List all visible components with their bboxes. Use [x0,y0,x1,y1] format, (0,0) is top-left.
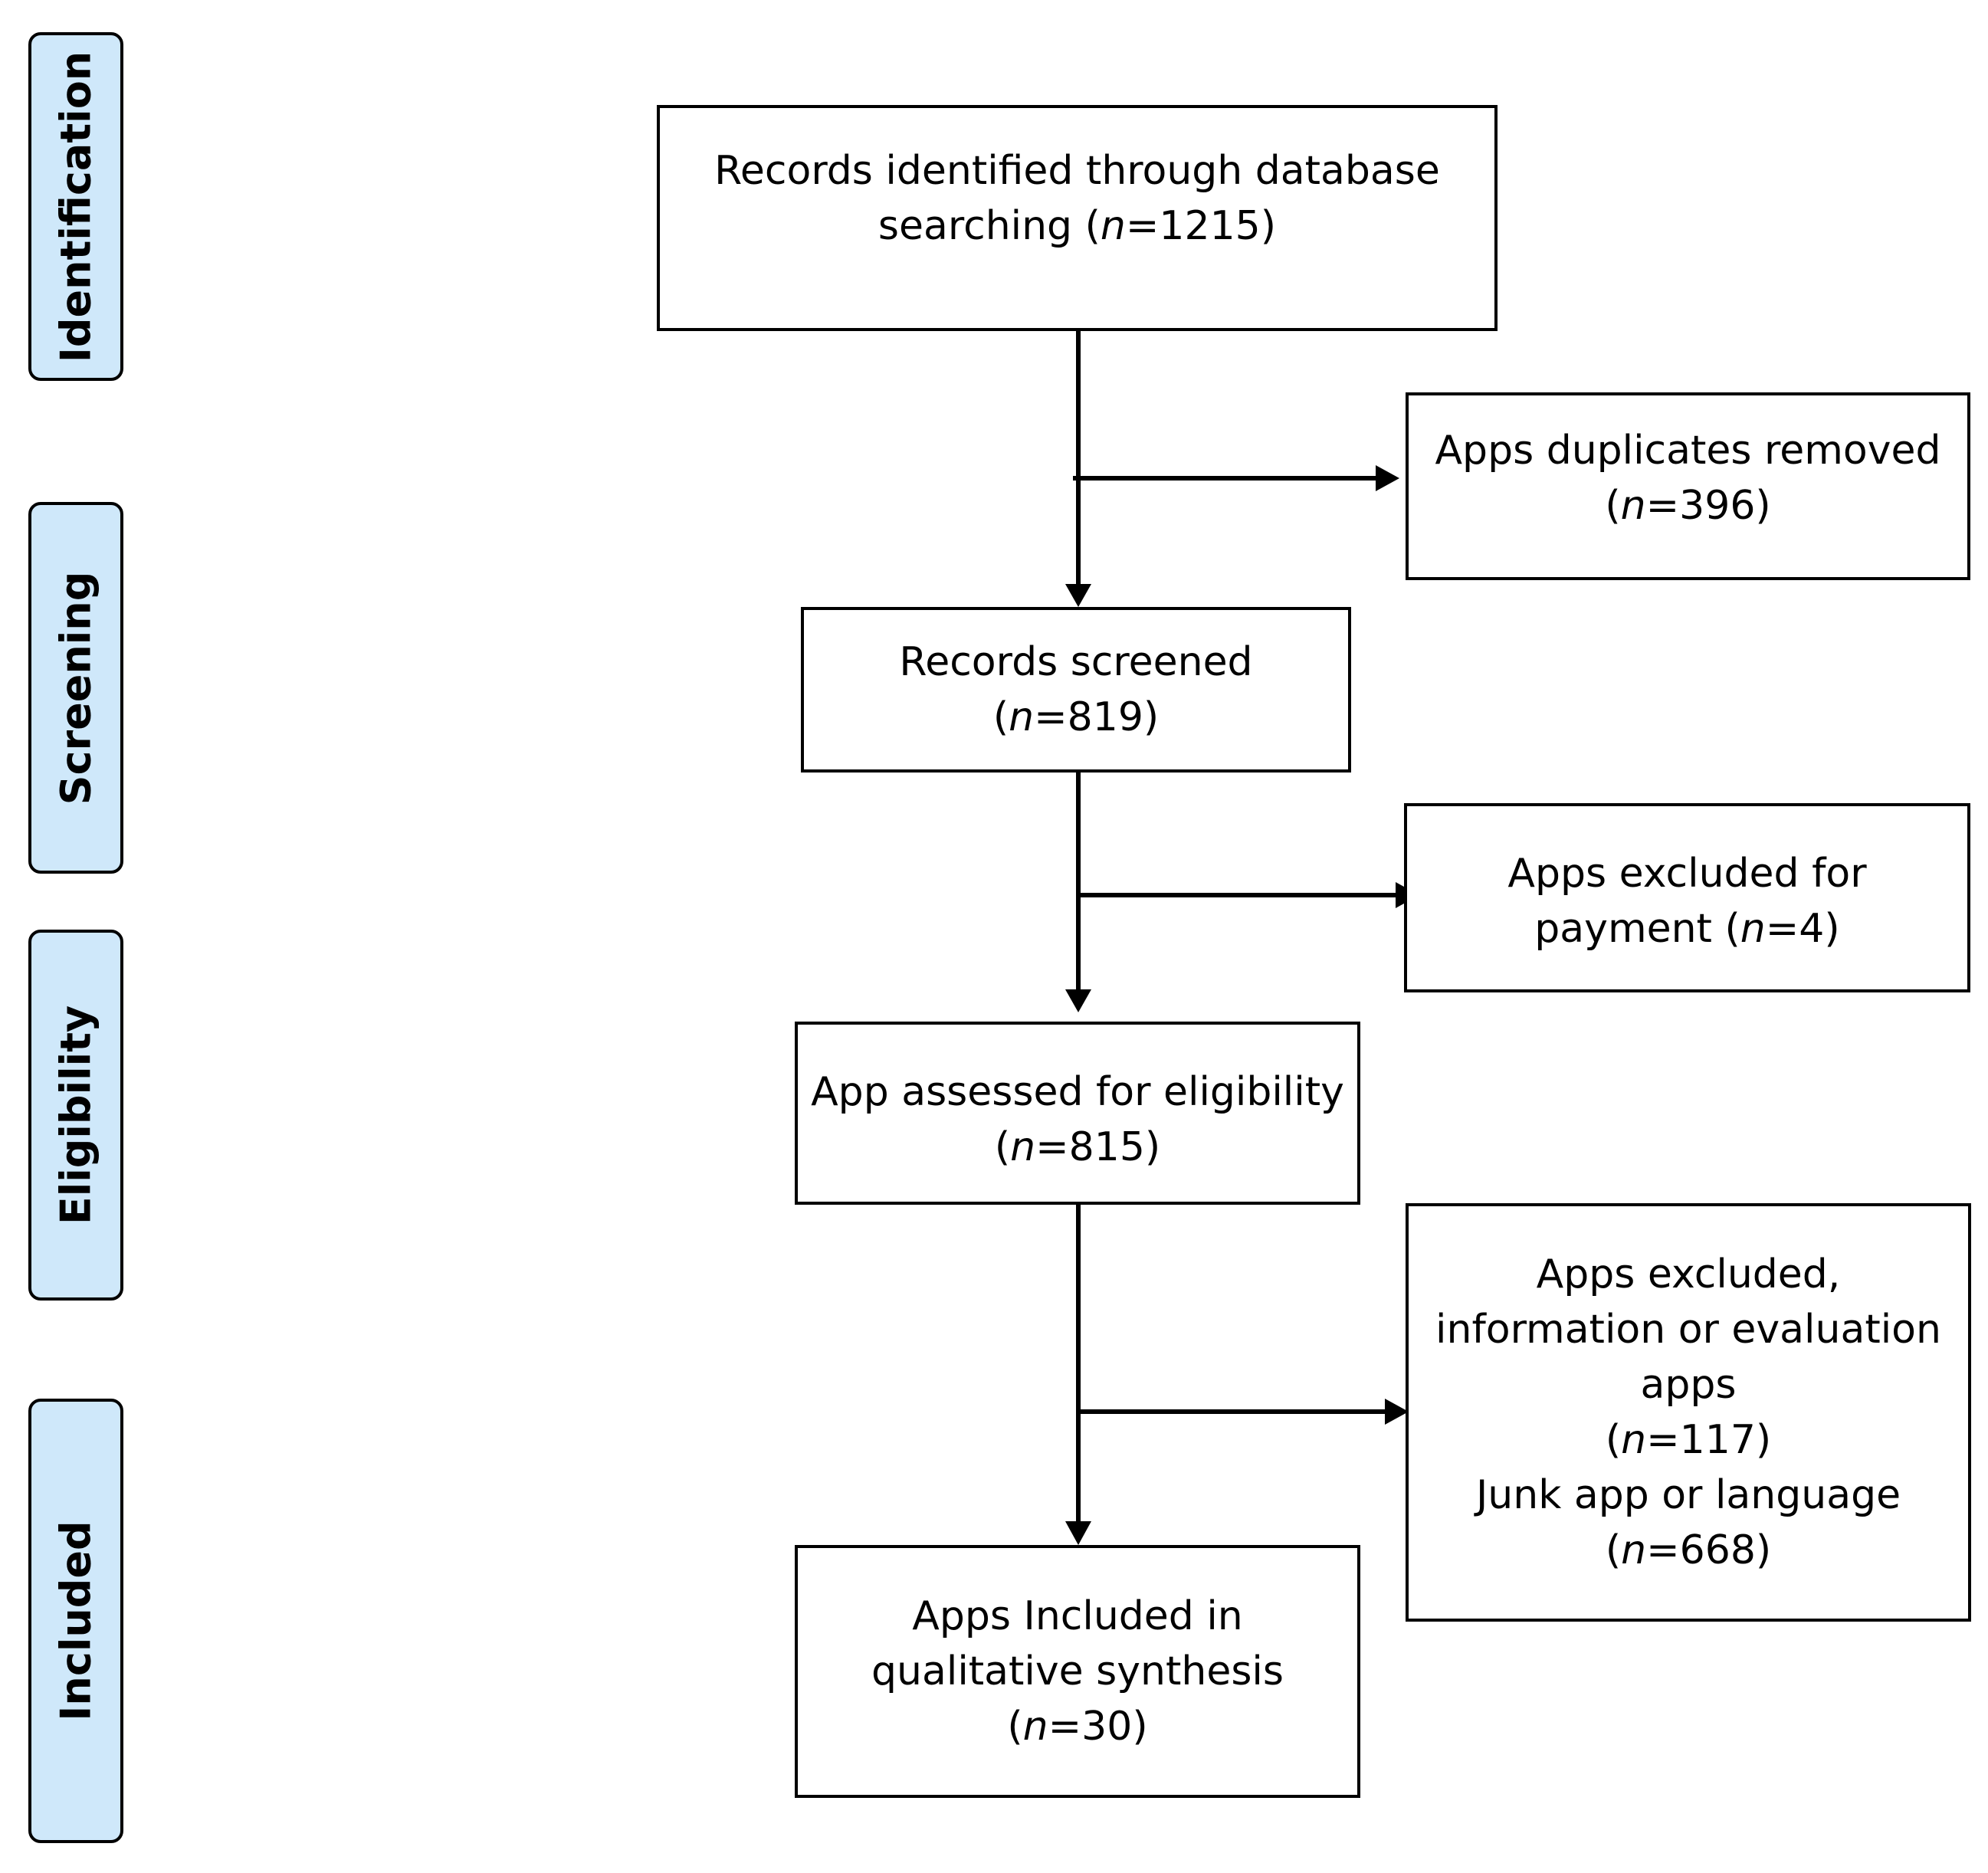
excluded-info-line6: (n=668) [1605,1527,1772,1573]
box-included-synthesis: Apps Included in qualitative synthesis (… [795,1545,1360,1798]
included-synthesis-line1: Apps Included in [912,1593,1243,1639]
records-identified-line1: Records identified through database [714,148,1440,194]
assessed-eligibility-line1: App assessed for eligibility [811,1069,1344,1115]
arrowhead-excluded-info [1385,1399,1409,1425]
box-records-screened: Records screened (n=819) [801,607,1351,772]
box-excluded-info: Apps excluded, information or evaluation… [1406,1203,1971,1622]
phase-screening: Screening [28,502,123,874]
arrowhead-screened [1065,584,1091,607]
records-identified-line2: searching (n=1215) [878,203,1277,249]
excluded-info-line3: apps [1640,1362,1737,1408]
duplicates-removed-line2: (n=396) [1605,483,1771,529]
arrowhead-included [1065,1521,1091,1545]
phase-eligibility: Eligibility [28,930,123,1301]
excluded-payment-line2: payment (n=4) [1534,906,1840,952]
phase-identification: Identification [28,32,123,381]
excluded-payment-line1: Apps excluded for [1507,851,1867,897]
duplicates-removed-line1: Apps duplicates removed [1435,428,1941,474]
records-screened-line2: (n=819) [992,694,1160,740]
box-assessed-eligibility: App assessed for eligibility (n=815) [795,1022,1360,1205]
box-duplicates-removed: Apps duplicates removed (n=396) [1406,392,1970,580]
excluded-info-line2: information or evaluation [1435,1307,1941,1353]
box-records-identified: Records identified through database sear… [657,105,1498,331]
included-synthesis-line3: (n=30) [1007,1704,1148,1750]
box-excluded-payment: Apps excluded for payment (n=4) [1404,803,1970,992]
arrowhead-assessed [1065,989,1091,1012]
records-screened-line1: Records screened [899,639,1253,685]
excluded-info-line4: (n=117) [1605,1417,1772,1463]
excluded-info-line1: Apps excluded, [1536,1251,1841,1297]
assessed-eligibility-line2: (n=815) [994,1124,1161,1170]
phase-included: Included [28,1399,123,1843]
arrowhead-duplicates [1376,465,1399,491]
excluded-info-line5: Junk app or language [1475,1472,1901,1518]
included-synthesis-line2: qualitative synthesis [871,1648,1284,1694]
